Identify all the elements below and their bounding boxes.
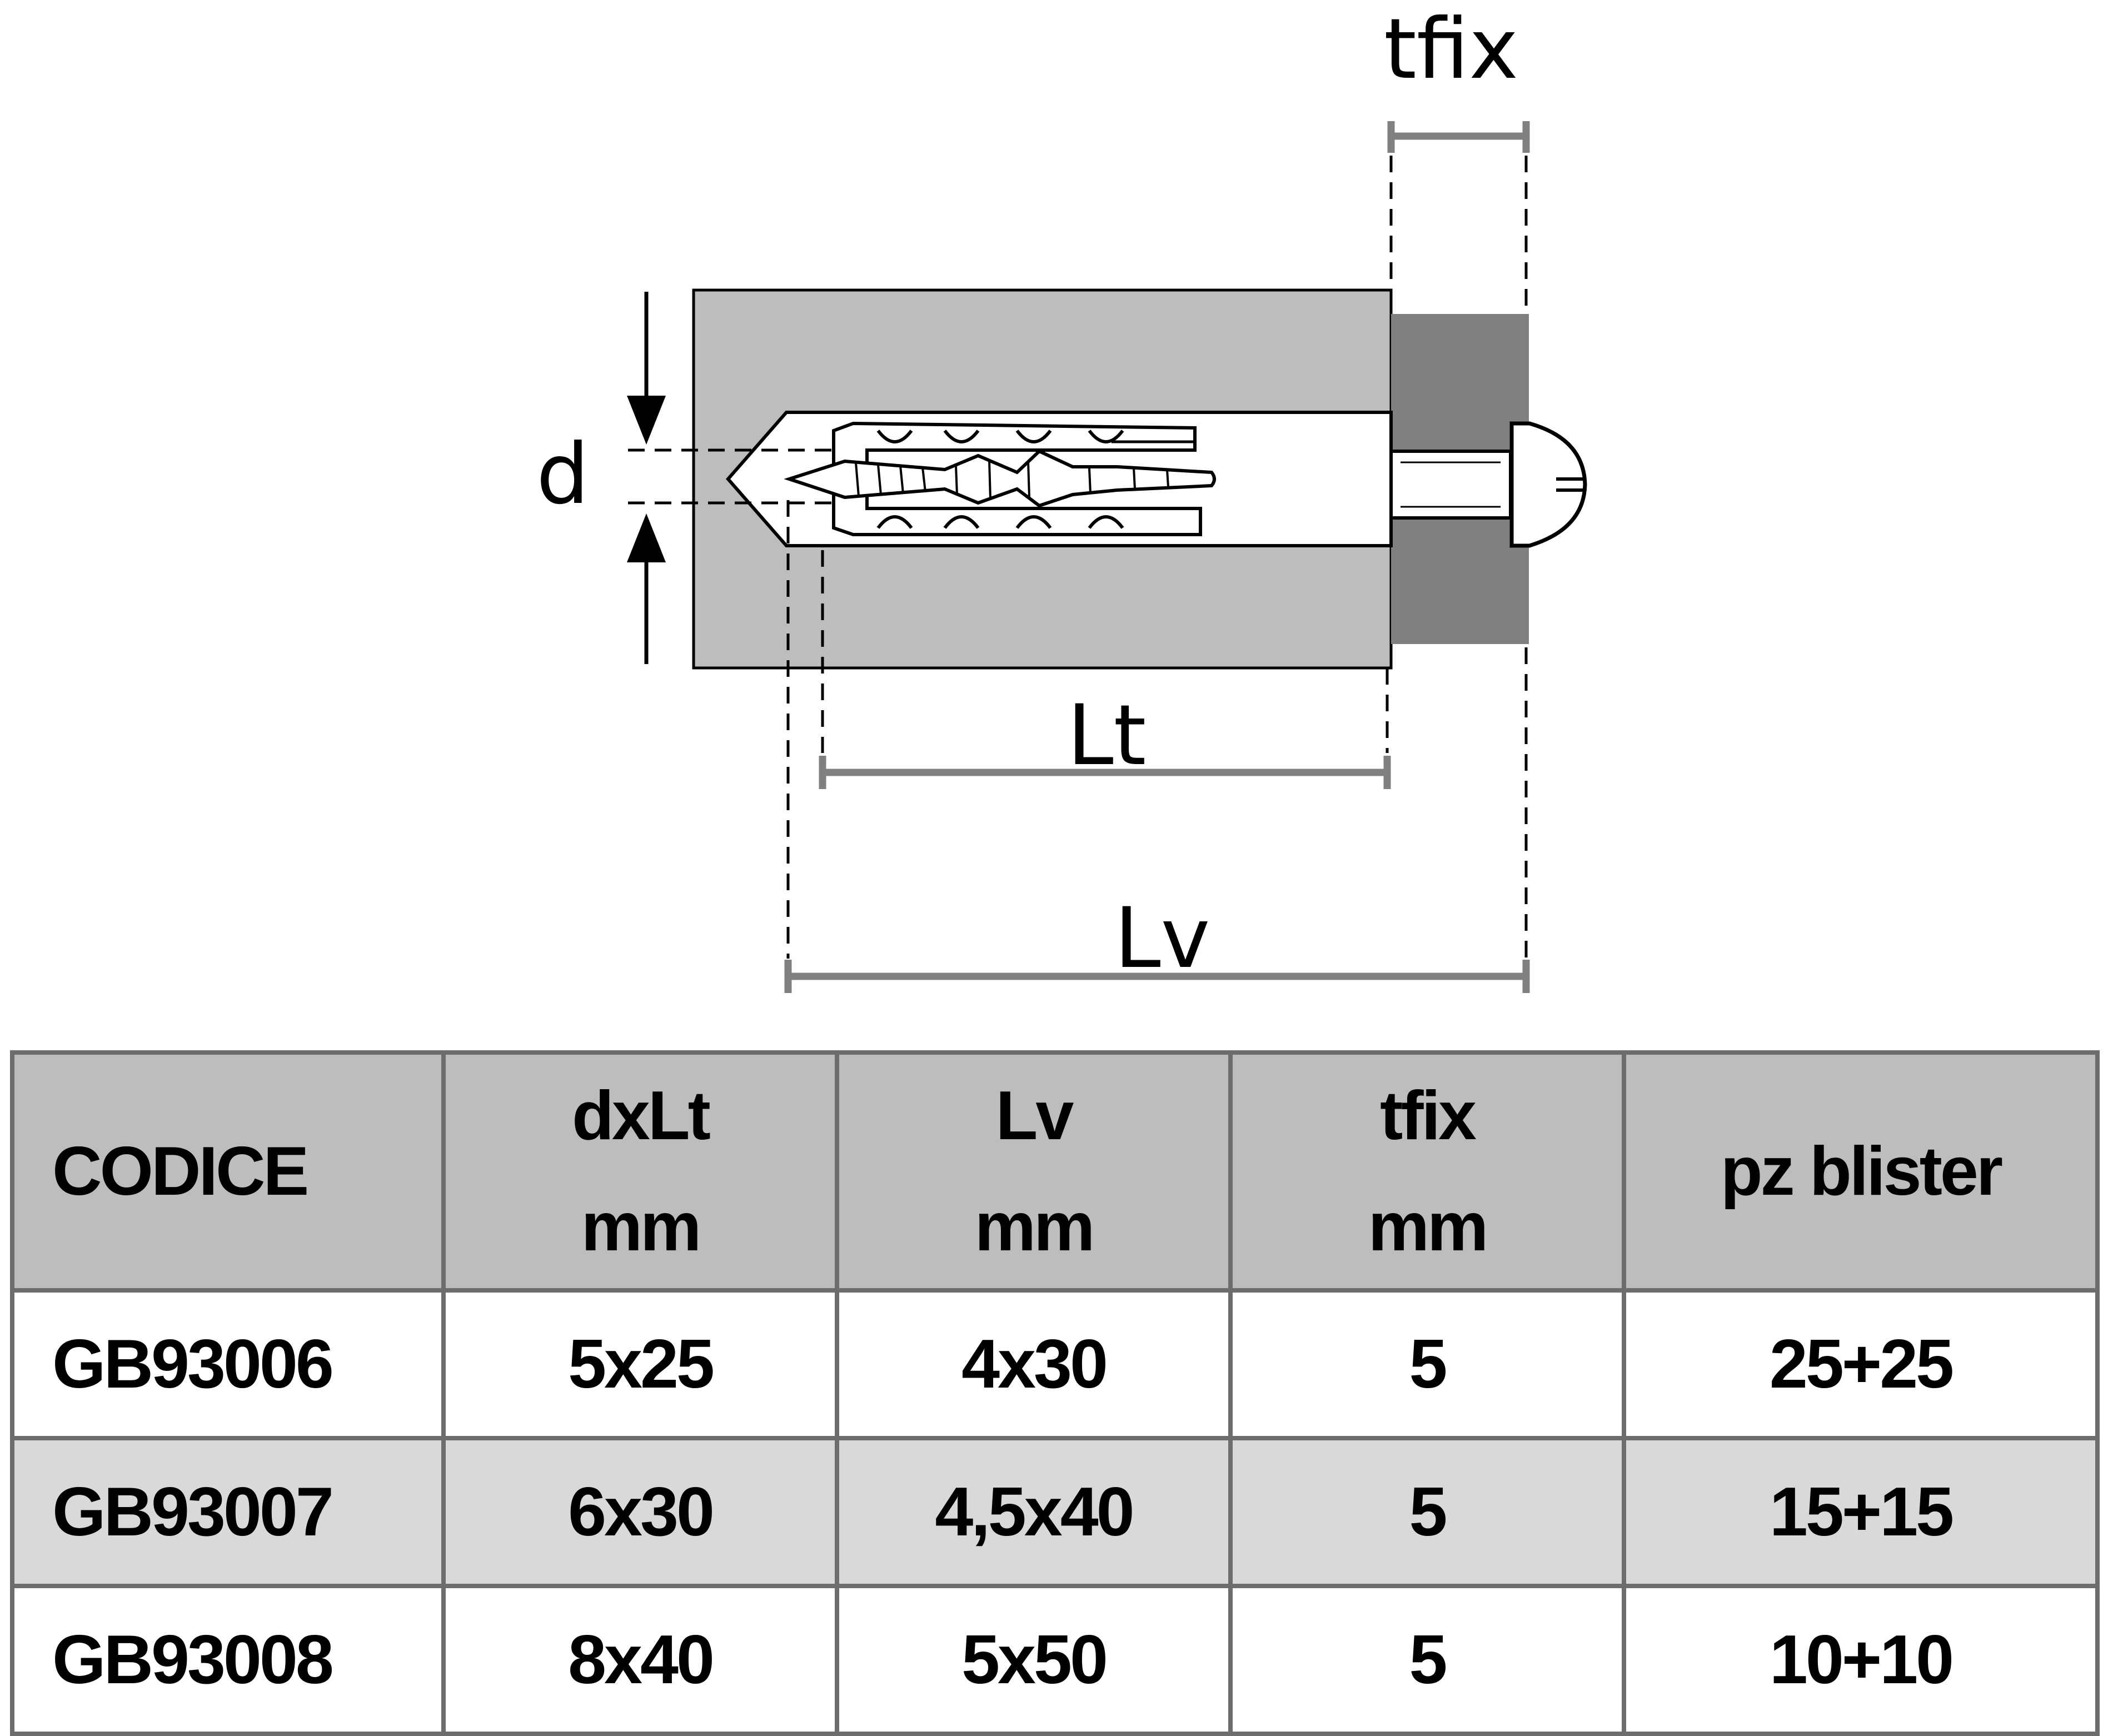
lt-dimension [819,550,1391,789]
screw-shank [1389,450,1512,520]
cell-tfix: 5 [1228,1288,1626,1440]
table-row: GB93008 8x40 5x50 5 10+10 [10,1584,2100,1736]
tfix-dimension [1387,121,1530,314]
header-dxlt: dxLt mm [441,1050,839,1293]
table-header-row: CODICE dxLt mm Lv mm tfix mm pz blister [10,1050,2100,1293]
screw-head [1509,421,1587,548]
header-pz-blister: pz blister [1622,1050,2100,1293]
cell-codice: GB93006 [10,1288,446,1440]
header-lv: Lv mm [835,1050,1233,1293]
tfix-label: tfix [1384,1,1518,98]
cell-tfix: 5 [1228,1436,1626,1588]
table-row: GB93007 6x30 4,5x40 5 15+15 [10,1436,2100,1588]
anchor-diagram: d tfix Lt Lv [536,1,1587,993]
lt-label: Lt [1067,687,1146,784]
cell-tfix: 5 [1228,1584,1626,1736]
cell-lv: 4,5x40 [835,1436,1233,1588]
cell-pz-blister: 15+15 [1622,1436,2100,1588]
cell-pz-blister: 10+10 [1622,1584,2100,1736]
cell-codice: GB93007 [10,1436,446,1588]
lv-dimension [784,500,1530,993]
cell-dxlt: 6x30 [441,1436,839,1588]
spec-table: CODICE dxLt mm Lv mm tfix mm pz blister … [10,1050,2100,1736]
screw-thread [784,449,1216,508]
header-tfix: tfix mm [1228,1050,1626,1293]
table-row: GB93006 5x25 4x30 5 25+25 [10,1288,2100,1440]
d-dimension [627,292,834,664]
cell-codice: GB93008 [10,1584,446,1736]
cell-pz-blister: 25+25 [1622,1288,2100,1440]
d-label: d [536,426,589,523]
cell-dxlt: 8x40 [441,1584,839,1736]
cell-lv: 4x30 [835,1288,1233,1440]
header-codice: CODICE [10,1050,446,1293]
lv-label: Lv [1114,890,1210,987]
cell-lv: 5x50 [835,1584,1233,1736]
cell-dxlt: 5x25 [441,1288,839,1440]
